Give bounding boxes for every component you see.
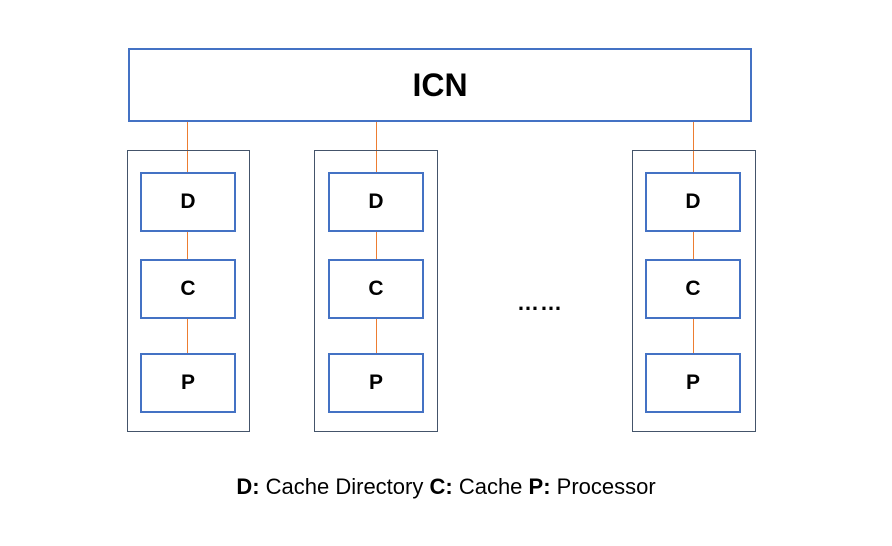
node-2 xyxy=(314,150,438,432)
directory-label: D xyxy=(685,190,701,213)
directory-cache-link xyxy=(187,232,188,259)
node-1 xyxy=(127,150,250,432)
node-3 xyxy=(632,150,756,432)
legend-c-text: Cache xyxy=(452,474,529,499)
cache-label: C xyxy=(685,277,701,300)
icn-link-1 xyxy=(187,122,188,172)
icn-box: ICN xyxy=(128,48,752,122)
directory-cache-link xyxy=(693,232,694,259)
processor-label: P xyxy=(685,371,700,394)
cache-processor-link xyxy=(693,319,694,353)
directory-box: D xyxy=(140,172,236,232)
legend-p-key: P: xyxy=(528,474,551,499)
cache-label: C xyxy=(368,277,384,300)
directory-label: D xyxy=(368,190,384,213)
processor-box: P xyxy=(645,353,741,413)
directory-box: D xyxy=(328,172,424,232)
legend-p-text: Processor xyxy=(550,474,656,499)
processor-label: P xyxy=(180,371,195,394)
cache-processor-link xyxy=(376,319,377,353)
directory-cache-link xyxy=(376,232,377,259)
cache-processor-link xyxy=(187,319,188,353)
directory-label: D xyxy=(180,190,196,213)
cache-box: C xyxy=(140,259,236,319)
icn-link-2 xyxy=(376,122,377,172)
legend-c-key: C: xyxy=(429,474,453,499)
legend: D: Cache Directory C: Cache P: Processor xyxy=(0,474,892,500)
directory-box: D xyxy=(645,172,741,232)
processor-label: P xyxy=(368,371,383,394)
cache-label: C xyxy=(180,277,196,300)
cache-box: C xyxy=(645,259,741,319)
processor-box: P xyxy=(140,353,236,413)
ellipsis: …… xyxy=(517,290,563,315)
icn-link-3 xyxy=(693,122,694,172)
legend-d-key: D: xyxy=(236,474,260,499)
processor-box: P xyxy=(328,353,424,413)
legend-d-text: Cache Directory xyxy=(259,474,430,499)
cache-box: C xyxy=(328,259,424,319)
icn-label: ICN xyxy=(412,66,468,103)
